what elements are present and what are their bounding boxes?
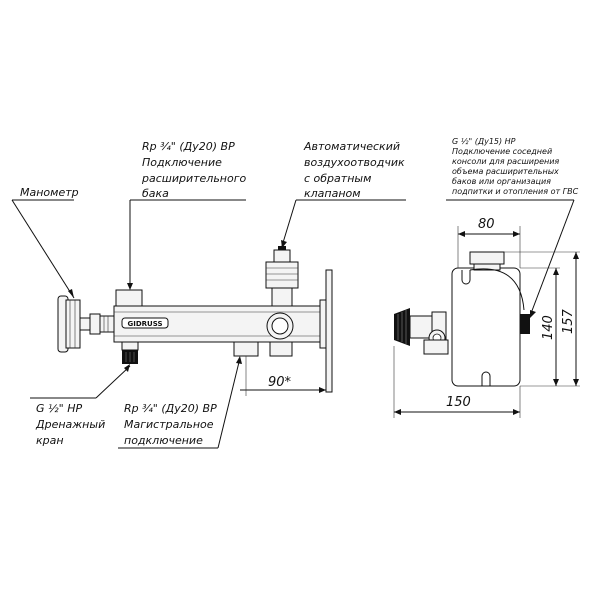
svg-text:клапаном: клапаном bbox=[304, 187, 361, 200]
angle-dimension: 90* bbox=[240, 356, 326, 396]
svg-text:расширительного: расширительного bbox=[141, 172, 247, 185]
label-drain: G ½" НР Дренажный кран bbox=[30, 364, 131, 447]
neighbor-console-port-side bbox=[266, 312, 294, 340]
svg-text:с обратным: с обратным bbox=[304, 172, 371, 185]
angle-value: 90* bbox=[268, 375, 292, 390]
brand-plate: GIDRUSS bbox=[121, 317, 169, 329]
svg-text:Автоматический: Автоматический bbox=[303, 140, 400, 153]
neighbor-console-port bbox=[520, 314, 530, 334]
dimension-157-value: 157 bbox=[561, 308, 576, 334]
dimension-80-value: 80 bbox=[478, 217, 495, 232]
manometer-side bbox=[394, 308, 449, 355]
dimension-140: 140 bbox=[520, 267, 560, 387]
label-air-vent: Автоматический воздухоотводчик с обратны… bbox=[281, 140, 406, 248]
main-connection-port bbox=[233, 341, 259, 357]
dimension-150-value: 150 bbox=[446, 395, 471, 410]
air-vent bbox=[265, 246, 299, 307]
label-manometer: Манометр bbox=[11, 186, 79, 299]
svg-text:Подключение соседней: Подключение соседней bbox=[452, 147, 552, 156]
wall-plate bbox=[451, 267, 521, 387]
dimension-140-value: 140 bbox=[541, 315, 556, 340]
svg-text:Магистральное: Магистральное bbox=[124, 418, 214, 431]
svg-text:объема расширительных: объема расширительных bbox=[452, 167, 559, 176]
svg-text:подпитки и отопления от ГВС: подпитки и отопления от ГВС bbox=[452, 187, 579, 196]
manifold-front-view: GIDRUSS bbox=[57, 246, 333, 396]
svg-text:воздухоотводчик: воздухоотводчик bbox=[304, 156, 405, 169]
svg-text:консоли для расширения: консоли для расширения bbox=[452, 157, 559, 166]
svg-text:баков или организация: баков или организация bbox=[452, 177, 551, 186]
svg-text:бака: бака bbox=[142, 187, 169, 200]
svg-text:Rp ¾" (Ду20) ВР: Rp ¾" (Ду20) ВР bbox=[124, 402, 217, 415]
svg-text:подключение: подключение bbox=[124, 434, 203, 447]
svg-text:Rp ¾" (Ду20) ВР: Rp ¾" (Ду20) ВР bbox=[142, 140, 235, 153]
dimension-150: 150 bbox=[393, 346, 521, 418]
manifold-side-view bbox=[394, 251, 530, 387]
expansion-tank-port bbox=[115, 289, 143, 307]
manometer bbox=[57, 295, 115, 353]
brand-logo: GIDRUSS bbox=[127, 320, 162, 328]
dimension-157: 157 bbox=[504, 251, 580, 387]
dimension-80: 80 bbox=[457, 217, 521, 268]
svg-text:Манометр: Манометр bbox=[20, 186, 79, 199]
svg-text:Дренажный: Дренажный bbox=[35, 418, 105, 431]
svg-text:G ½" НР: G ½" НР bbox=[36, 402, 83, 415]
drain-valve bbox=[121, 341, 139, 364]
wall-bracket bbox=[319, 269, 333, 393]
svg-text:кран: кран bbox=[36, 434, 64, 447]
svg-text:Подключение: Подключение bbox=[142, 156, 222, 169]
label-neighbor-console: G ½" (Ду15) НР Подключение соседней конс… bbox=[446, 137, 579, 318]
label-expansion-tank: Rp ¾" (Ду20) ВР Подключение расширительн… bbox=[127, 140, 247, 290]
label-main-connection: Rp ¾" (Ду20) ВР Магистральное подключени… bbox=[118, 356, 242, 449]
svg-text:G ½" (Ду15) НР: G ½" (Ду15) НР bbox=[452, 137, 516, 146]
